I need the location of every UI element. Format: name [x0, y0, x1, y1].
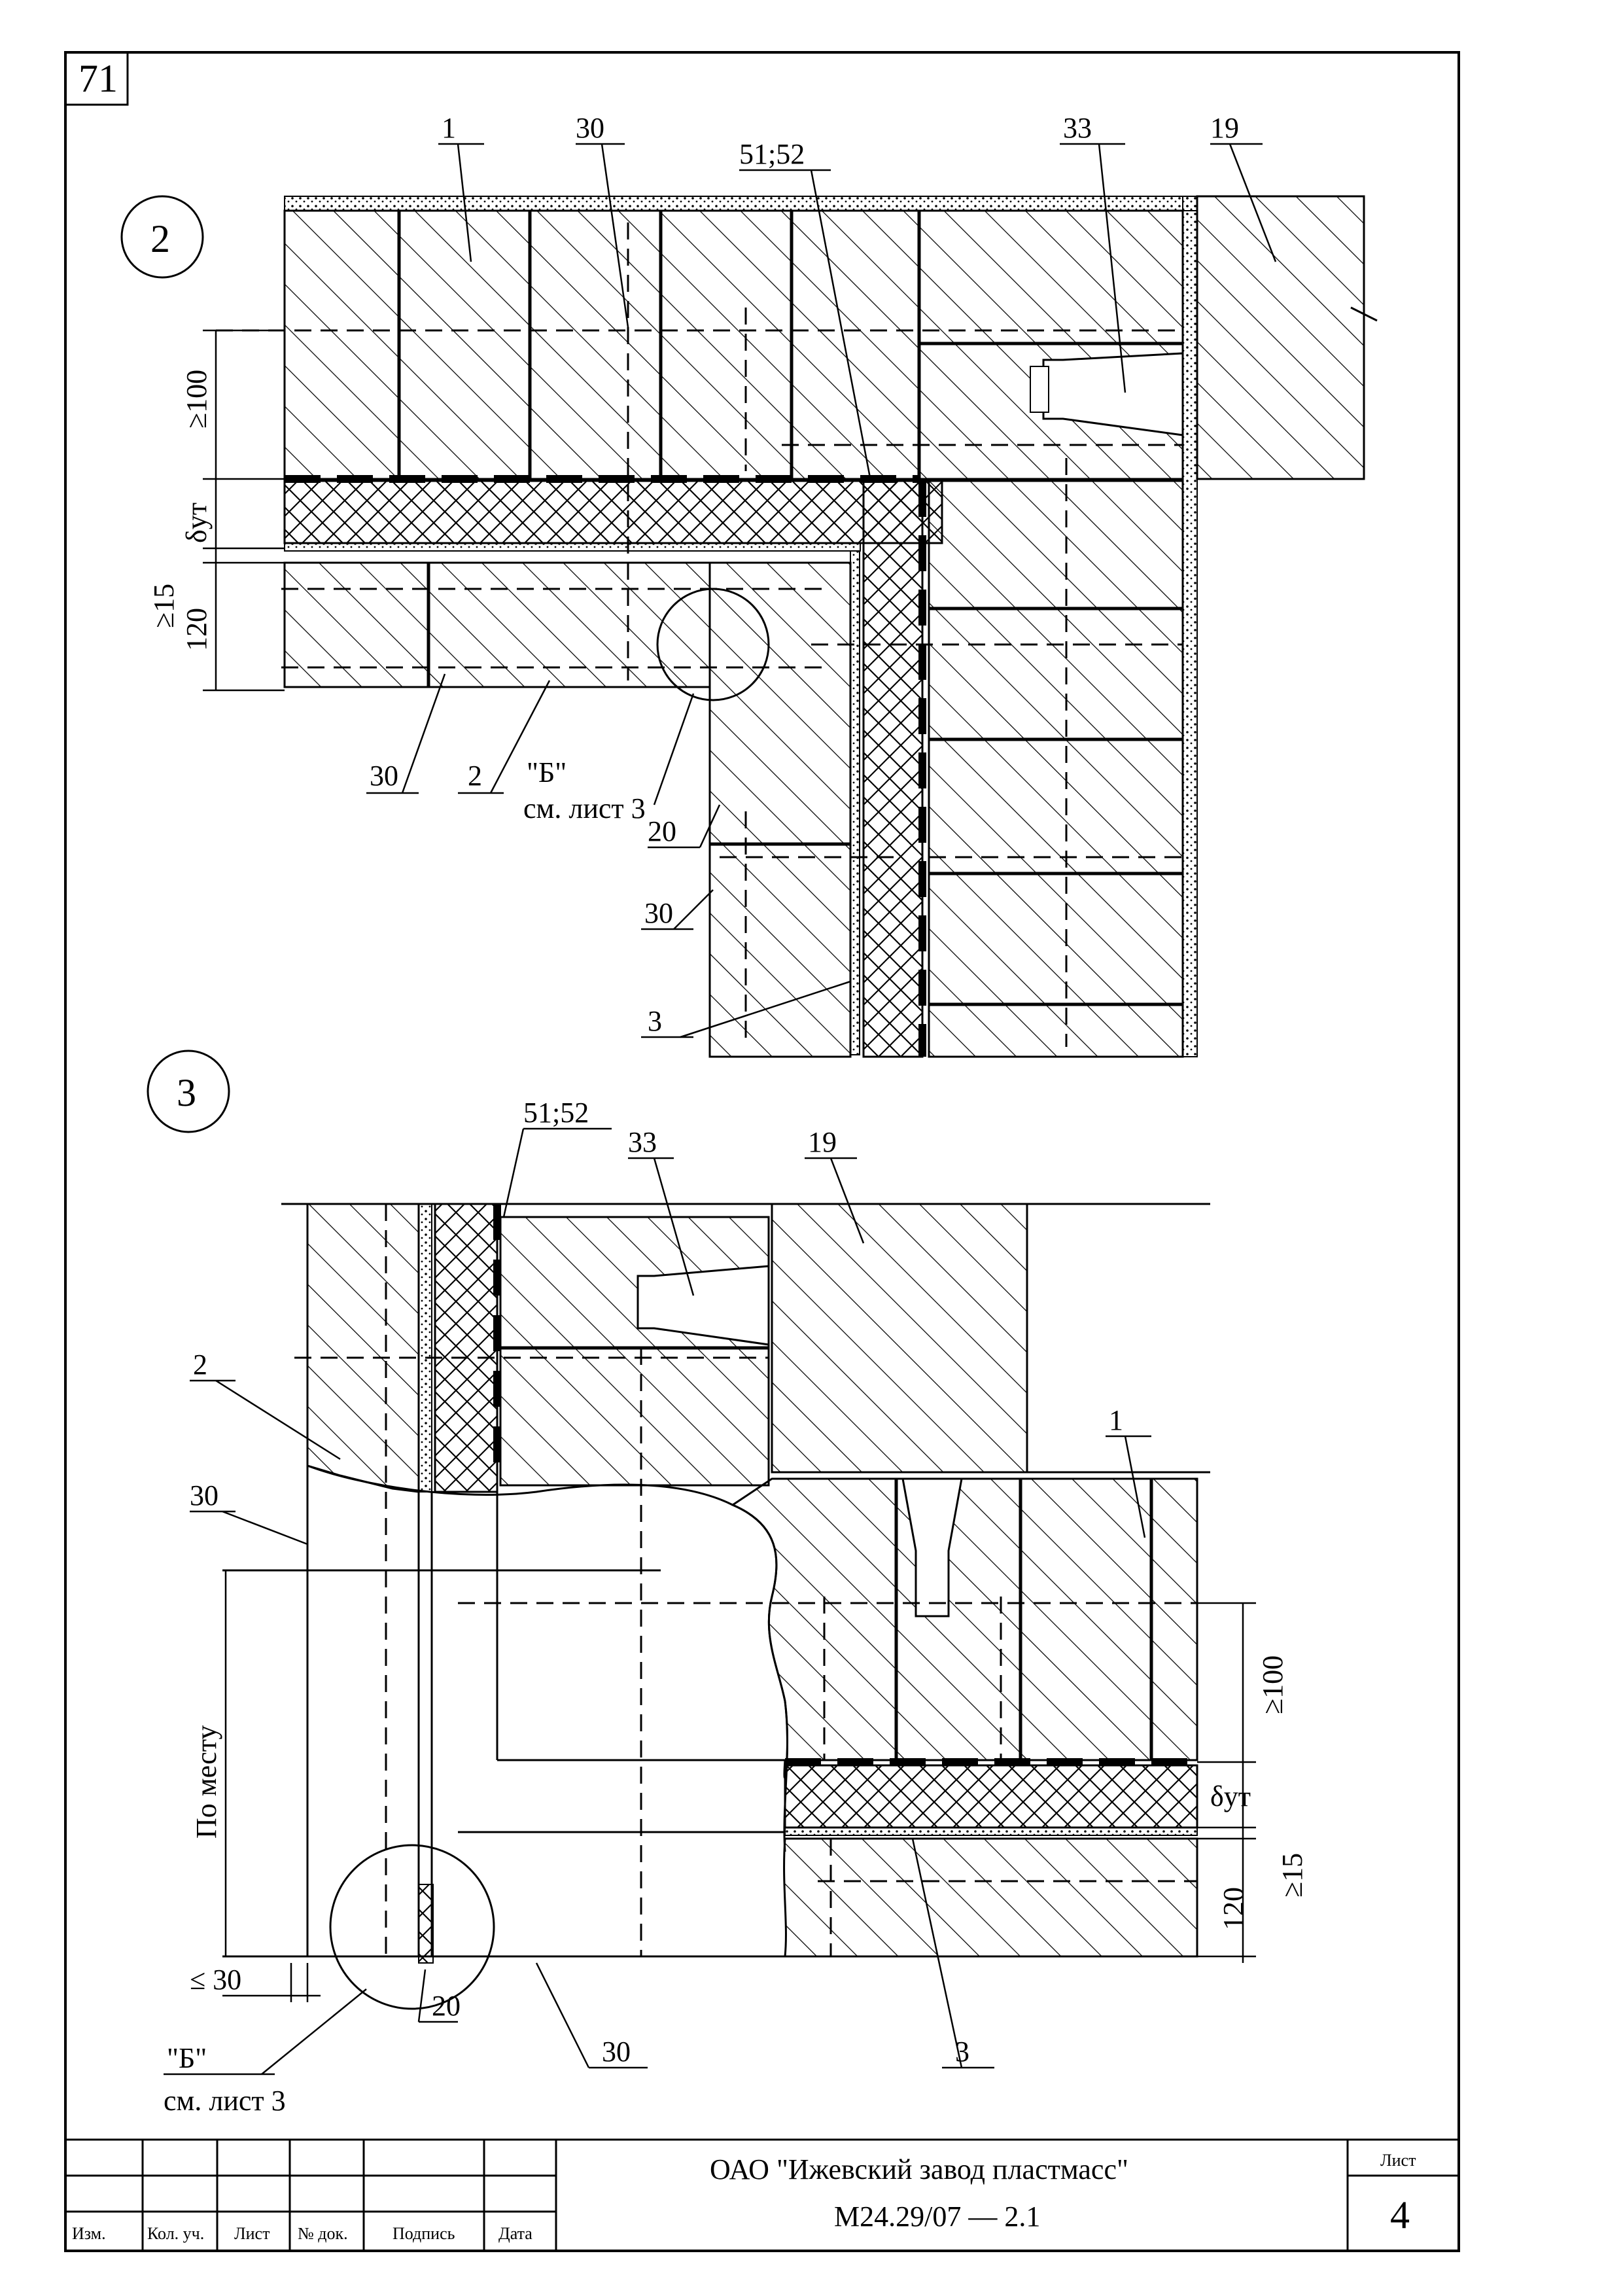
title-block: [65, 2138, 1459, 2251]
column-19-d3: [771, 1203, 1028, 1474]
plaster-right: [1182, 196, 1198, 1057]
callout-2-d3: 2: [193, 1349, 207, 1381]
insulation-v-3: [434, 1203, 498, 1493]
callout-3-d3: 3: [955, 2036, 969, 2068]
callout-2: 2: [468, 760, 482, 792]
callout-1-d3: 1: [1109, 1404, 1123, 1436]
callout-1: 1: [442, 112, 456, 144]
callout-30-low: 30: [644, 897, 673, 929]
corner-number: 71: [79, 57, 118, 100]
callout-20: 20: [648, 815, 676, 847]
detail-3-marker-circle: [147, 1050, 230, 1133]
callout-19: 19: [1210, 112, 1239, 144]
tb-header-sign: Подпись: [393, 2224, 455, 2243]
detail-b-circle-3: [329, 1844, 495, 2010]
insulation-h: [283, 480, 943, 544]
sheet-frame: [64, 51, 1460, 2252]
plaster-top: [284, 196, 1198, 211]
callout-30-bottom-d3: 30: [602, 2036, 631, 2068]
detail-b-circle-2: [656, 588, 770, 701]
insulation-v: [862, 480, 924, 1058]
callout-b-ref-d3: "Б": [167, 2042, 207, 2074]
callout-51-52: 51;52: [739, 138, 805, 170]
tb-doc-code: М24.29/07 — 2.1: [834, 2200, 1040, 2233]
callout-b-sheet-d3: см. лист 3: [164, 2085, 286, 2117]
break-line: [307, 1464, 789, 1852]
detail-2-marker-circle: [120, 195, 204, 279]
callout-30-top: 30: [576, 112, 604, 144]
dim-120: 120: [181, 608, 213, 651]
dim-ge100: ≥100: [181, 370, 213, 429]
callout-b-ref: "Б": [527, 756, 567, 788]
callout-b-sheet: см. лист 3: [523, 792, 646, 824]
dim-120-d3: 120: [1217, 1887, 1249, 1930]
tb-header-kol: Кол. уч.: [147, 2224, 204, 2243]
dim-po-mestu: По месту: [190, 1725, 222, 1839]
detail-3: 3: [147, 1050, 1308, 2117]
detail-2-marker: 2: [150, 217, 170, 260]
callout-30-left: 30: [370, 760, 398, 792]
bracket-33-d3: [637, 1265, 770, 1346]
dim-dut-d3: δут: [1210, 1780, 1251, 1812]
callout-33-d3: 33: [628, 1126, 657, 1158]
lower-block: [783, 1837, 1198, 1958]
callout-20-d3: 20: [432, 1990, 461, 2022]
tb-sheet-number: 4: [1390, 2193, 1410, 2236]
dim-ge15: ≥15: [148, 584, 180, 628]
detail-3-marker: 3: [177, 1071, 196, 1114]
callout-33: 33: [1063, 112, 1092, 144]
lower-right-blocks: [730, 1477, 1198, 1779]
tb-header-date: Дата: [498, 2224, 532, 2243]
bracket-33: [1042, 352, 1184, 436]
column-19: [1196, 195, 1365, 480]
lower-left-blocks: [283, 561, 711, 688]
corner-number-box: [64, 51, 129, 106]
insulation-h-3: [784, 1764, 1198, 1829]
tb-header-list: Лист: [234, 2224, 270, 2243]
inner-wall: [708, 561, 852, 1058]
dim-dut: δут: [181, 503, 213, 543]
callout-19-d3: 19: [808, 1126, 837, 1158]
callout-30-left-d3: 30: [190, 1479, 218, 1511]
callout-51-52-d3: 51;52: [523, 1097, 589, 1129]
dim-le30: ≤ 30: [190, 1964, 241, 1996]
detail-2: 2: [120, 112, 1378, 1058]
tb-company: ОАО "Ижевский завод пластмасс": [710, 2153, 1128, 2185]
dim-ge100-d3: ≥100: [1257, 1655, 1289, 1714]
middle-block: [499, 1216, 770, 1487]
callout-3: 3: [648, 1005, 662, 1037]
tb-header-izm: Изм.: [72, 2224, 106, 2243]
tb-header-doc: № док.: [298, 2224, 348, 2243]
right-wall: [928, 480, 1184, 1058]
dim-ge15-d3: ≥15: [1276, 1853, 1308, 1898]
tb-sheet-label: Лист: [1380, 2151, 1416, 2170]
